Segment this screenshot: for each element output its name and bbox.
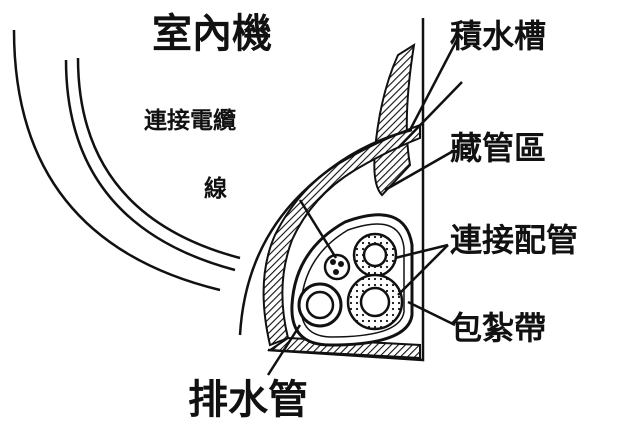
label-indoor-unit: 室內機 <box>152 11 272 57</box>
label-connection-piping: 連接配管 <box>450 221 579 259</box>
label-connection-cable-line1: 連接電纜 <box>144 108 236 134</box>
label-drain-pan: 積水槽 <box>450 17 547 55</box>
concealed-area-outline <box>238 128 413 336</box>
pipe-bundle-inner-outline <box>300 223 405 338</box>
label-binding-tape: 包紮帶 <box>450 309 547 347</box>
connection-pipe-small <box>352 232 398 278</box>
drain-pan-wall <box>373 42 416 197</box>
drain-pipe-cross-section <box>297 282 343 328</box>
connection-pipe-large <box>346 273 404 331</box>
leader-lines <box>266 37 463 376</box>
label-concealed-pipe-area: 藏管區 <box>450 129 547 167</box>
label-drain-pipe: 排水管 <box>188 377 308 423</box>
connection-cable-cross-section <box>323 253 351 281</box>
label-connection-cable-line2: 線 <box>204 176 227 202</box>
indoor-unit-housing <box>12 29 241 292</box>
